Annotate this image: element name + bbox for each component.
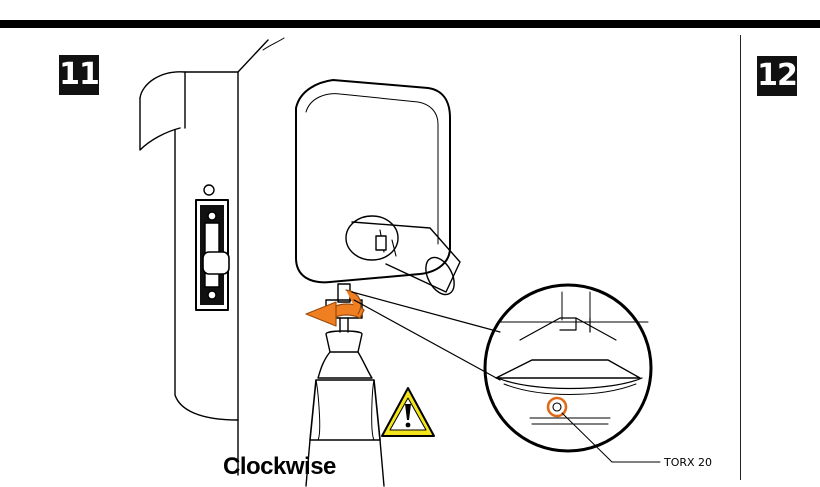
- torx-leader-line: [561, 412, 661, 463]
- lever-spindle: [345, 215, 461, 296]
- rotation-caption: Clockwise: [223, 453, 336, 480]
- door-edge: [139, 37, 285, 476]
- callout-connector: [351, 291, 501, 381]
- panel-divider: [740, 35, 741, 480]
- screwdriver: [305, 317, 385, 487]
- latch-plate: [195, 199, 230, 311]
- warning-triangle-icon: [381, 387, 435, 437]
- curved-arrow-icon: [305, 289, 365, 327]
- torx-label: TORX 20: [664, 456, 713, 469]
- lever-housing: [295, 79, 451, 284]
- step-number-12: 12: [757, 56, 798, 96]
- step-number-11: 11: [59, 55, 100, 95]
- torx-screw-icon: [546, 396, 568, 418]
- magnified-callout: [483, 283, 653, 453]
- top-rule: [0, 20, 820, 28]
